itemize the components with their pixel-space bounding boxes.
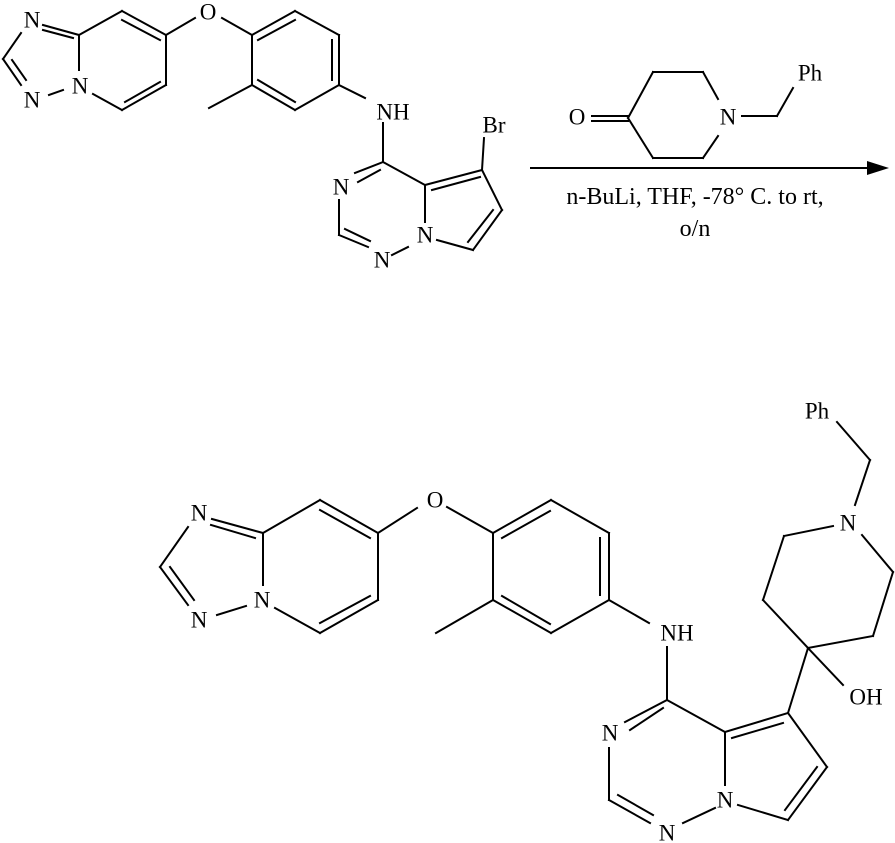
atom-label-n: N xyxy=(417,223,434,248)
atom-label-nh: NH xyxy=(376,100,409,125)
atom-label-n: N xyxy=(191,608,208,633)
bond xyxy=(837,422,870,460)
atom-label-n: N xyxy=(374,248,391,273)
bond xyxy=(763,536,784,600)
bond xyxy=(12,60,26,80)
bond xyxy=(295,85,339,110)
bond xyxy=(217,606,246,615)
bond xyxy=(618,795,653,815)
bond xyxy=(339,85,365,98)
bond xyxy=(447,507,493,533)
bond xyxy=(667,700,725,732)
bond xyxy=(49,90,63,95)
bond xyxy=(432,177,480,190)
reagent: O N Ph n-BuLi, THF, -78° C. to rt, o/n xyxy=(566,61,889,243)
bond xyxy=(808,648,843,685)
bond xyxy=(122,20,160,40)
bond xyxy=(258,20,295,40)
bond xyxy=(738,805,788,820)
bond xyxy=(339,235,368,247)
atom-label-o: O xyxy=(200,0,217,25)
bond xyxy=(725,713,788,732)
bond xyxy=(683,808,715,823)
bond xyxy=(703,72,718,99)
bond xyxy=(295,11,339,35)
bond xyxy=(703,136,718,158)
bond xyxy=(777,88,793,116)
bond xyxy=(551,500,609,533)
product-molecule: N N N O NH N N N N Ph OH xyxy=(191,399,883,843)
atom-label-br: Br xyxy=(483,113,506,138)
atom-label-n: N xyxy=(840,511,857,536)
bond xyxy=(788,767,827,820)
bond xyxy=(862,535,893,572)
atom-label-nh: NH xyxy=(660,621,693,646)
bond xyxy=(275,608,320,633)
bond xyxy=(320,600,378,633)
atom-label-n: N xyxy=(24,88,41,113)
atom-label-n: N xyxy=(333,175,350,200)
bonds xyxy=(3,11,893,823)
bond xyxy=(3,59,21,85)
atom-label-n: N xyxy=(72,74,89,99)
bond xyxy=(378,508,417,533)
atom-label-n: N xyxy=(254,588,271,613)
bond xyxy=(170,567,194,600)
atom-label-oh: OH xyxy=(849,685,882,710)
bond xyxy=(93,94,122,110)
conditions-line-2: o/n xyxy=(680,216,711,242)
atom-label-n: N xyxy=(602,721,619,746)
bond xyxy=(763,600,808,648)
bond xyxy=(211,525,255,538)
bond xyxy=(784,526,833,536)
bond xyxy=(788,713,827,767)
bond xyxy=(79,11,122,35)
atom-label-o: O xyxy=(427,488,444,513)
bond xyxy=(482,138,484,170)
bond xyxy=(609,800,650,823)
reactant-molecule: N N N O NH N N N Br xyxy=(24,0,506,273)
atom-label-n: N xyxy=(717,788,734,813)
bond xyxy=(392,247,408,255)
atom-label-n: N xyxy=(659,821,676,843)
bond xyxy=(628,72,653,118)
bond xyxy=(788,648,808,713)
bond xyxy=(263,500,320,533)
atom-label-o: O xyxy=(569,105,586,130)
bond xyxy=(808,636,873,648)
bond xyxy=(222,18,252,35)
bond xyxy=(358,170,380,182)
arrow-head xyxy=(867,161,889,175)
bond xyxy=(209,85,252,108)
bond xyxy=(166,18,195,35)
bond xyxy=(628,118,653,158)
bond xyxy=(212,519,263,533)
atom-label-ph: Ph xyxy=(805,399,830,424)
bond xyxy=(436,600,493,633)
atom-label-n: N xyxy=(24,8,41,33)
bond xyxy=(43,25,79,35)
bond xyxy=(425,170,482,185)
bond xyxy=(122,85,166,110)
bond xyxy=(320,500,378,533)
atom-label-n: N xyxy=(191,501,208,526)
bond xyxy=(873,572,893,636)
bond xyxy=(732,723,783,738)
atom-label-ph: Ph xyxy=(798,61,823,86)
bond xyxy=(383,162,425,185)
conditions-line-1: n-BuLi, THF, -78° C. to rt, xyxy=(566,184,823,210)
bond xyxy=(609,600,649,623)
bond xyxy=(482,170,502,210)
bond xyxy=(855,460,870,505)
atom-label-n: N xyxy=(720,105,737,130)
bond xyxy=(493,600,551,633)
bond xyxy=(493,500,551,533)
bond xyxy=(160,527,188,567)
bond xyxy=(3,33,21,59)
bond xyxy=(551,600,609,633)
